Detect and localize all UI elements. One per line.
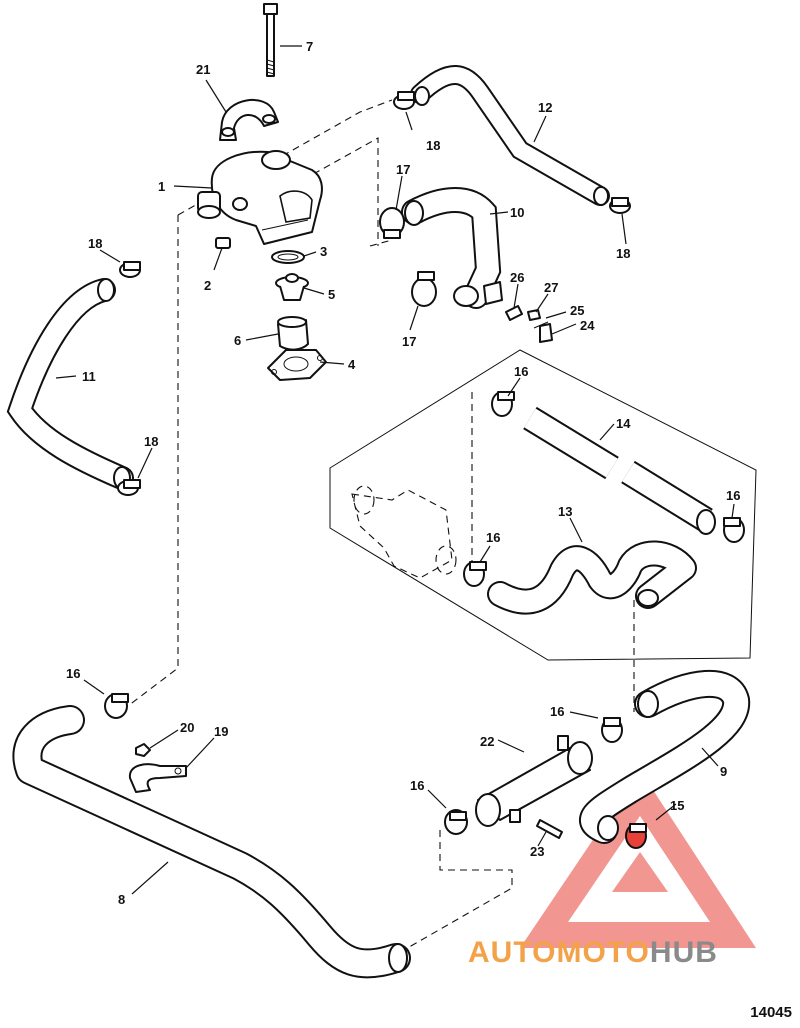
callout-13: 13 bbox=[558, 504, 572, 519]
callout-labels: 1 2 3 4 5 6 7 8 9 10 11 12 13 14 15 16 1… bbox=[66, 39, 740, 907]
callout-16a: 16 bbox=[514, 364, 528, 379]
nut-part bbox=[135, 743, 151, 757]
dashed-boundary-box bbox=[329, 349, 757, 661]
clamp-17a bbox=[379, 207, 405, 239]
clamp-18b bbox=[609, 197, 631, 214]
thermostat-part bbox=[275, 273, 309, 301]
callout-16b: 16 bbox=[726, 488, 740, 503]
callout-10: 10 bbox=[510, 205, 524, 220]
callout-5: 5 bbox=[328, 287, 335, 302]
watermark-logo bbox=[520, 770, 756, 948]
callout-18d: 18 bbox=[144, 434, 158, 449]
callout-6: 6 bbox=[234, 333, 241, 348]
clamp-16d bbox=[104, 693, 129, 719]
callout-17b: 17 bbox=[402, 334, 416, 349]
callout-22: 22 bbox=[480, 734, 494, 749]
callout-18b: 18 bbox=[616, 246, 630, 261]
callout-16d: 16 bbox=[66, 666, 80, 681]
o-ring-part bbox=[271, 250, 305, 264]
callout-16e: 16 bbox=[550, 704, 564, 719]
callout-18a: 18 bbox=[426, 138, 440, 153]
callout-16f: 16 bbox=[410, 778, 424, 793]
clamp-16e bbox=[601, 717, 623, 743]
sleeve-part bbox=[277, 316, 309, 351]
clamp-18c bbox=[119, 261, 141, 278]
clamp-17b bbox=[411, 271, 437, 307]
callout-20: 20 bbox=[180, 720, 194, 735]
callout-9: 9 bbox=[720, 764, 727, 779]
fittings-parts bbox=[505, 305, 553, 343]
hose-part-14 bbox=[523, 406, 716, 535]
gasket-part bbox=[267, 349, 327, 381]
pump-outline bbox=[351, 485, 457, 579]
watermark-part2: HUB bbox=[649, 936, 718, 969]
leader-lines bbox=[55, 45, 735, 895]
callout-17a: 17 bbox=[396, 162, 410, 177]
hose-part-13 bbox=[487, 540, 697, 615]
cooler-part bbox=[475, 735, 593, 827]
callout-11: 11 bbox=[82, 369, 96, 384]
figure-number: 14045 bbox=[750, 1004, 792, 1021]
screw-part bbox=[536, 819, 563, 839]
clamp-16a bbox=[491, 391, 515, 417]
hose-part-11 bbox=[6, 278, 134, 490]
callout-7: 7 bbox=[306, 39, 313, 54]
bracket-part bbox=[219, 98, 279, 141]
clamp-18a bbox=[393, 91, 415, 110]
watermark-part1: AUTOMOTO bbox=[468, 936, 650, 969]
clamp-18d bbox=[117, 479, 141, 496]
plug-part bbox=[215, 237, 231, 249]
callout-12: 12 bbox=[538, 100, 552, 115]
callout-15: 15 bbox=[670, 798, 684, 813]
hose-clamps bbox=[104, 91, 745, 849]
callout-23: 23 bbox=[530, 844, 544, 859]
callout-8: 8 bbox=[118, 892, 125, 907]
callout-1: 1 bbox=[158, 179, 165, 194]
callout-3: 3 bbox=[320, 244, 327, 259]
callout-24: 24 bbox=[580, 318, 595, 333]
clamp-16c bbox=[463, 561, 487, 587]
callout-18c: 18 bbox=[88, 236, 102, 251]
callout-25: 25 bbox=[570, 303, 584, 318]
watermark-text: AUTOMOTOHUB bbox=[468, 936, 798, 982]
hose-part-10 bbox=[401, 187, 503, 309]
thermostat-housing-part bbox=[197, 150, 323, 245]
hose-part-8 bbox=[12, 705, 411, 979]
hose-part-9 bbox=[579, 669, 751, 844]
bolt-part bbox=[263, 3, 278, 77]
p-clamp-part bbox=[128, 763, 187, 793]
callout-16c: 16 bbox=[486, 530, 500, 545]
clamp-16b bbox=[723, 517, 745, 543]
callout-27: 27 bbox=[544, 280, 558, 295]
callout-26: 26 bbox=[510, 270, 524, 285]
callout-2: 2 bbox=[204, 278, 211, 293]
hose-part-12 bbox=[410, 65, 610, 206]
callout-19: 19 bbox=[214, 724, 228, 739]
callout-21: 21 bbox=[196, 62, 210, 77]
callout-4: 4 bbox=[348, 357, 356, 372]
callout-14: 14 bbox=[616, 416, 631, 431]
clamp-16f bbox=[444, 809, 468, 835]
clamp-15 bbox=[625, 823, 647, 849]
